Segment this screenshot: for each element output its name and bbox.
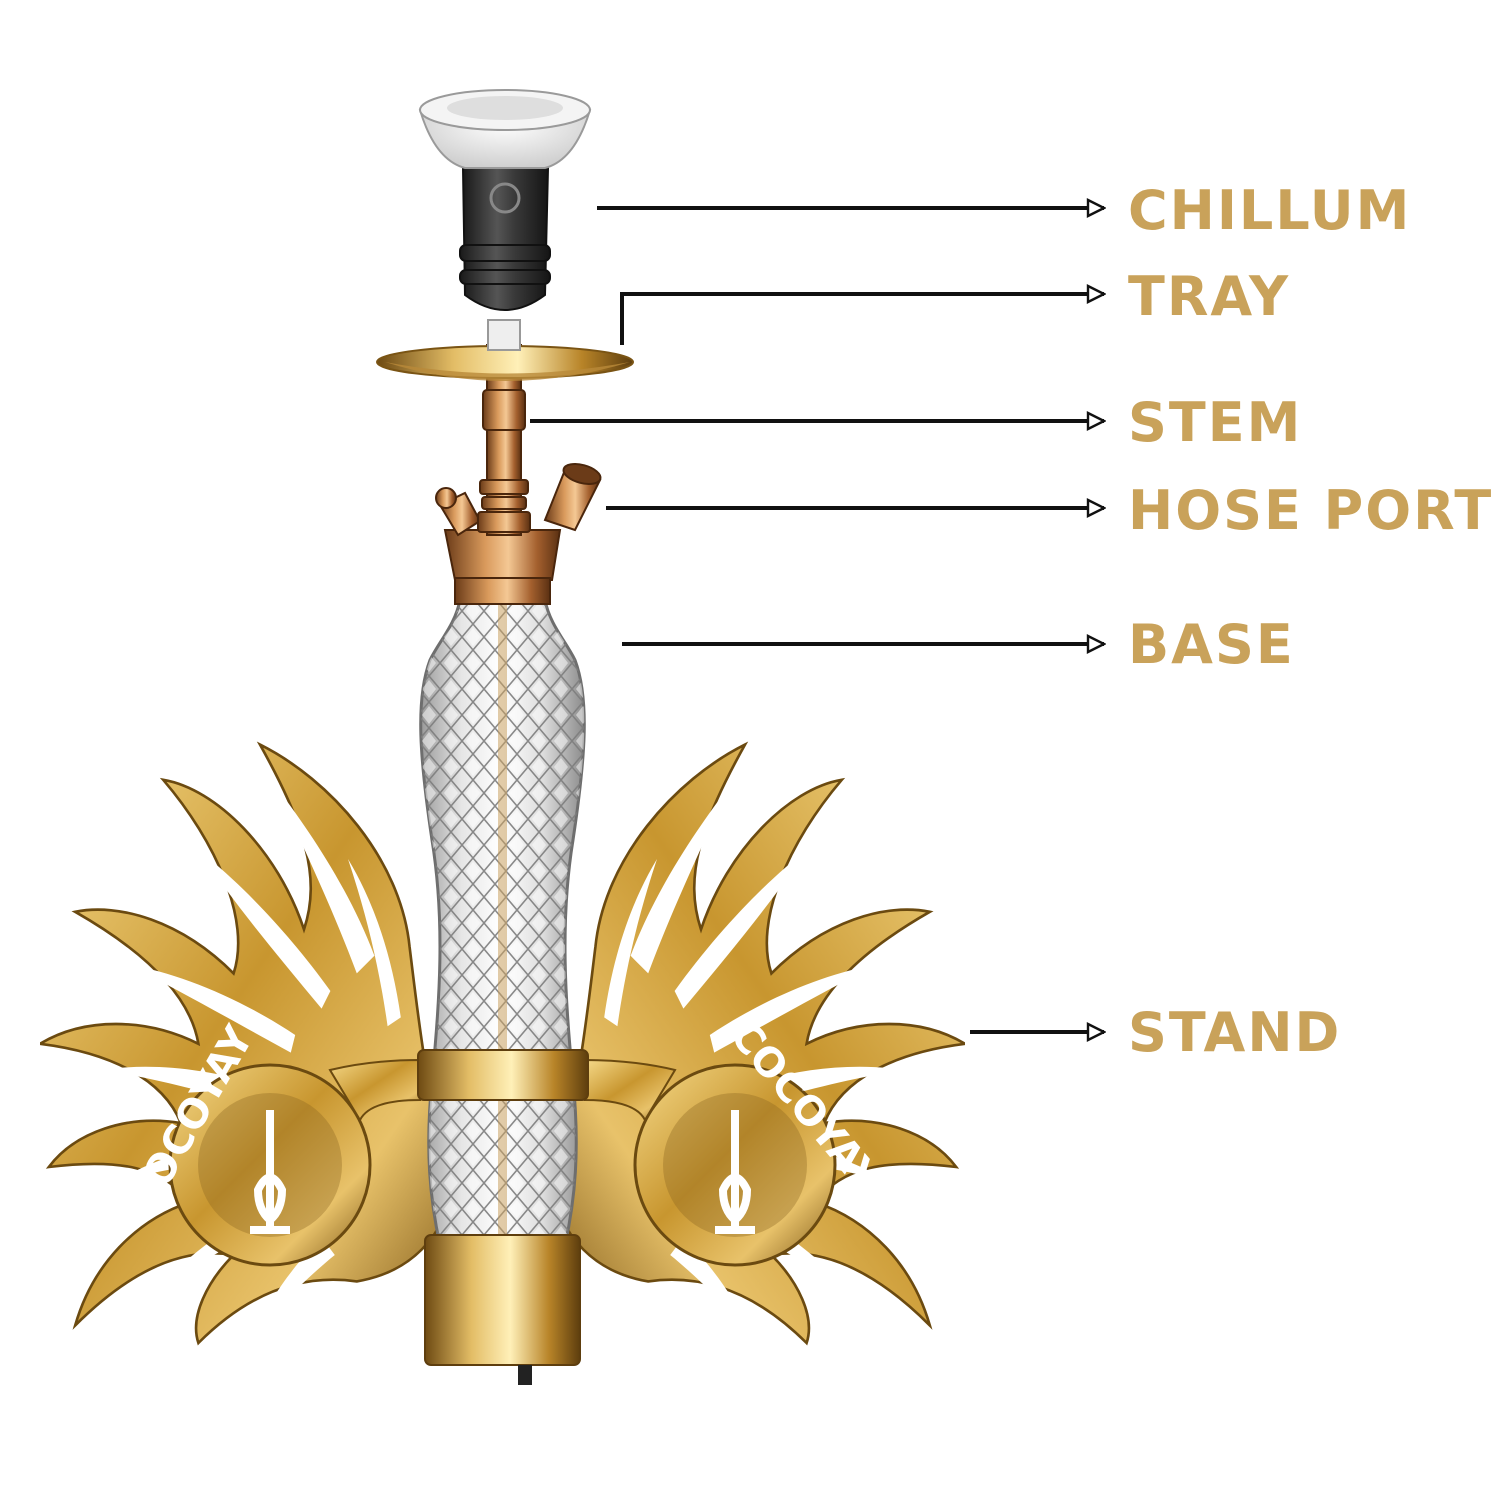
hookah-illustration: COCOYAY COCOYAY	[40, 89, 965, 1385]
stand-upper-band	[417, 1049, 589, 1101]
stand-lower-cup	[424, 1234, 581, 1366]
stand-foot	[518, 1365, 532, 1385]
chillum	[418, 89, 592, 351]
label-stem: STEM	[1128, 391, 1303, 454]
label-chillum: CHILLUM	[1128, 179, 1412, 242]
right-emblem: COCOYAY	[633, 1013, 889, 1267]
label-tray: TRAY	[1128, 265, 1291, 328]
hookah-logo-icon	[250, 1110, 290, 1234]
chillum-logo-icon	[489, 182, 521, 214]
left-emblem: COCOYAY	[120, 1018, 372, 1267]
glass-base	[419, 598, 586, 1247]
label-stand: STAND	[1128, 1001, 1342, 1064]
hose-port-assembly	[435, 463, 602, 605]
label-base: BASE	[1128, 613, 1295, 676]
leader-lines	[530, 208, 1104, 1032]
label-hose-port: HOSE PORT	[1128, 479, 1494, 542]
tray-arrow	[620, 294, 1104, 345]
stand-wings: COCOYAY COCOYAY	[40, 743, 965, 1345]
hookah-logo-icon	[715, 1110, 755, 1234]
tray	[376, 345, 634, 381]
